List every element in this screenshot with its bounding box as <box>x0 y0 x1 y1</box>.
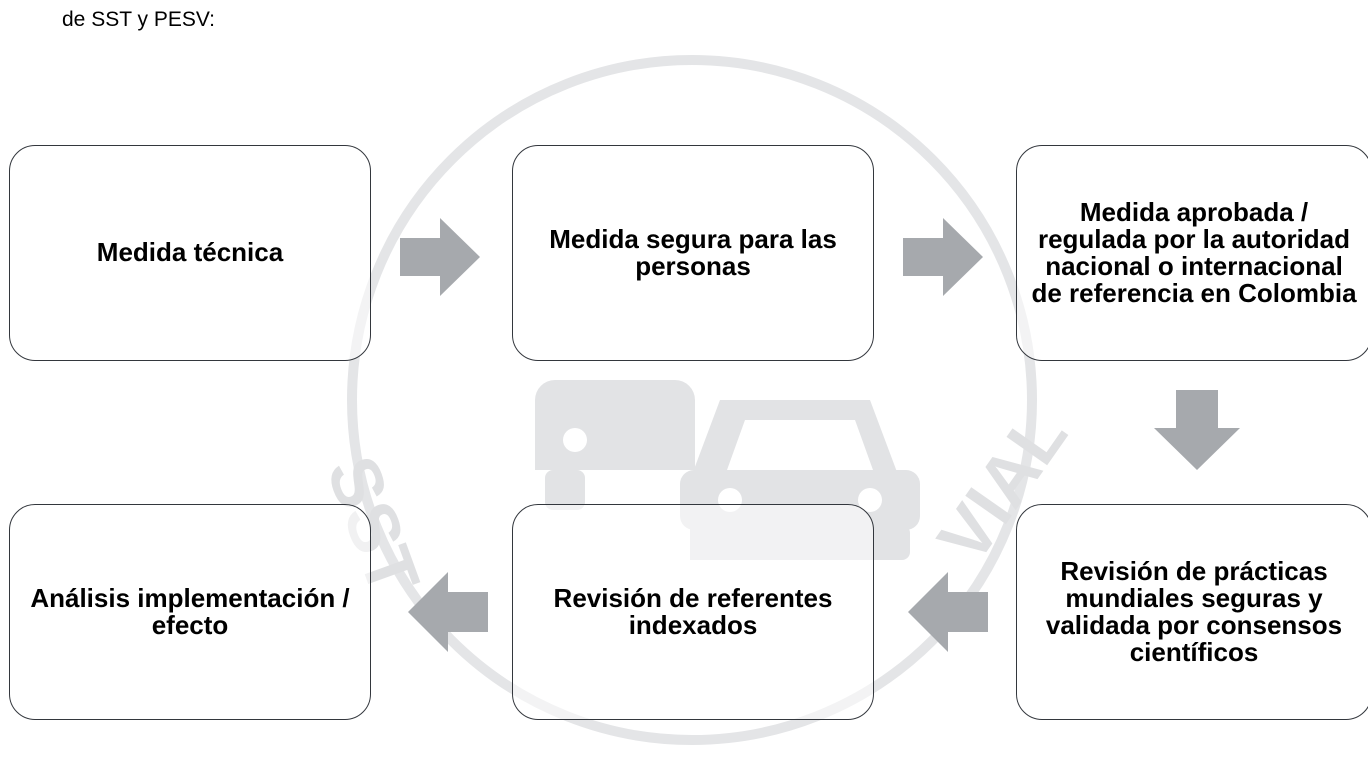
intro-text: de SST y PESV: <box>62 8 215 31</box>
step-label: Revisión de prácticas mundiales seguras … <box>1045 555 1343 668</box>
arrow-left-icon <box>908 572 988 652</box>
step-label: Análisis implementación / efecto <box>30 582 350 640</box>
step-label: Revisión de referentes indexados <box>553 582 833 640</box>
step-box-medida-tecnica: Medida técnica <box>9 145 371 361</box>
arrow-right-icon <box>400 218 480 296</box>
arrow-right-icon <box>903 218 983 296</box>
step-box-medida-segura: Medida segura para las personas <box>512 145 874 361</box>
step-box-referentes: Revisión de referentes indexados <box>512 504 874 720</box>
step-label: Medida segura para las personas <box>549 223 837 281</box>
arrow-down-icon <box>1154 390 1240 470</box>
step-box-analisis: Análisis implementación / efecto <box>9 504 371 720</box>
step-box-revision-practicas: Revisión de prácticas mundiales seguras … <box>1016 504 1368 720</box>
step-box-medida-aprobada: Medida aprobada / regulada por la autori… <box>1016 145 1368 361</box>
step-label: Medida técnica <box>96 237 284 268</box>
step-label: Medida aprobada / regulada por la autori… <box>1031 196 1357 309</box>
arrow-left-icon <box>408 572 488 652</box>
